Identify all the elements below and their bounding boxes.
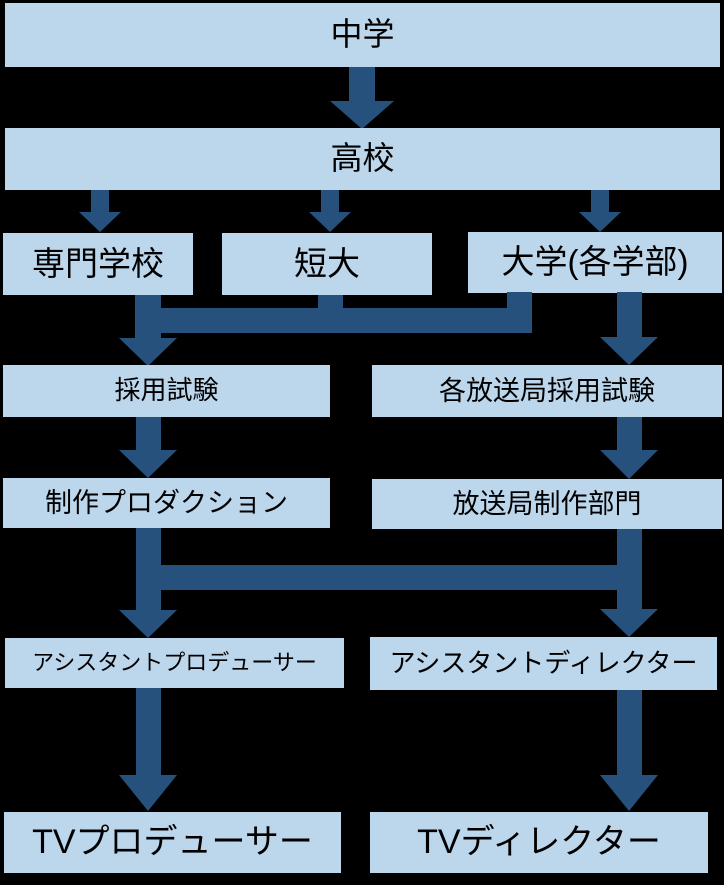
arrow-head-icon (600, 609, 658, 637)
arrow-shaft (136, 417, 161, 451)
connector-stub-right (617, 590, 642, 611)
arrow-shaft (617, 417, 642, 451)
arrow-head-icon (330, 101, 394, 129)
arrow-head-icon (119, 775, 177, 811)
node-kaku-hosokyoku-saiyo-shiken: 各放送局採用試験 (372, 365, 722, 417)
arrow-head-icon (600, 337, 658, 365)
arrow-shaft (91, 190, 109, 213)
arrow-shaft (321, 190, 339, 213)
connector-stub-daigaku (507, 292, 532, 314)
node-daigaku: 大学(各学部) (468, 232, 722, 293)
arrow-shaft (136, 688, 161, 776)
arrow-head-icon (119, 338, 177, 366)
arrow-head-icon (579, 212, 621, 232)
arrow-shaft (617, 292, 642, 338)
arrow-head-icon (119, 450, 177, 478)
arrow-head-icon (119, 610, 177, 638)
node-tv-director: TVディレクター (370, 812, 708, 873)
node-saiyo-shiken: 採用試験 (3, 365, 330, 417)
node-assistant-director: アシスタントディレクター (370, 637, 717, 690)
connector-stub-tandai (318, 295, 343, 315)
node-tandai: 短大 (222, 233, 432, 295)
node-chugaku: 中学 (5, 3, 720, 67)
arrow-head-icon (79, 212, 121, 232)
connector-horizontal-bar (136, 565, 642, 590)
node-seisaku-production: 制作プロダクション (3, 478, 330, 528)
connector-stub-left (136, 590, 161, 612)
arrow-head-icon (309, 212, 351, 232)
arrow-shaft (617, 690, 642, 776)
node-senmon-gakko: 専門学校 (3, 233, 193, 295)
arrow-head-icon (600, 450, 658, 479)
node-hosokyoku-seisaku-bumon: 放送局制作部門 (372, 479, 722, 529)
node-assistant-producer: アシスタントプロデューサー (5, 638, 344, 688)
node-tv-producer: TVプロデューサー (4, 812, 341, 873)
arrow-shaft (591, 190, 609, 213)
node-koko: 高校 (5, 128, 720, 190)
arrow-shaft (349, 67, 375, 102)
arrow-head-icon (600, 775, 658, 811)
